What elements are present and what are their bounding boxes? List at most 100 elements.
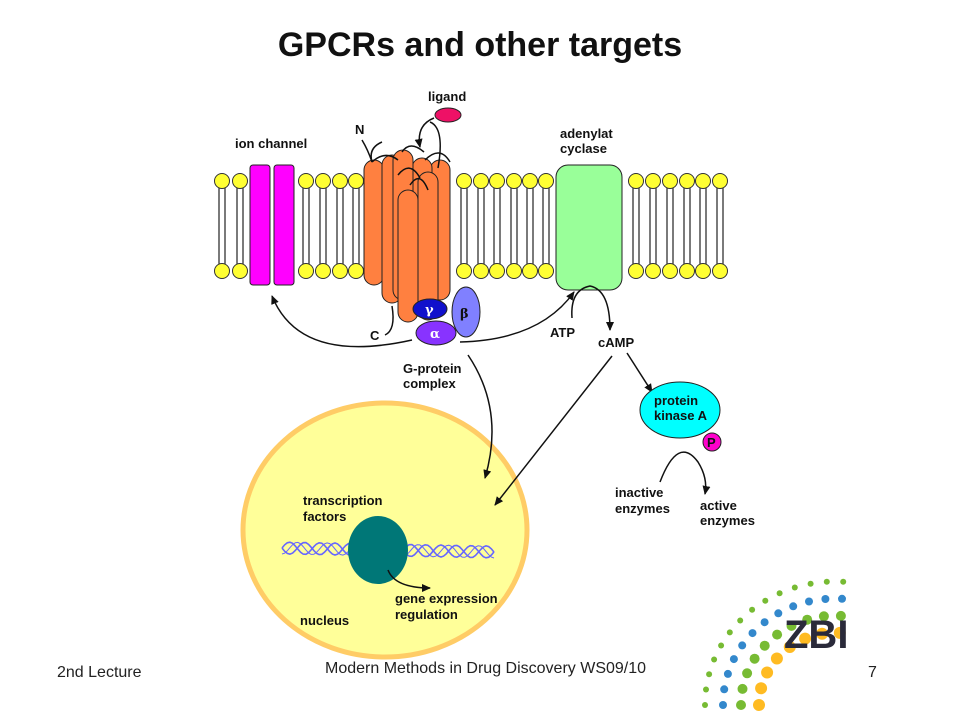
c-terminus-tail <box>384 305 394 336</box>
logo-dot <box>720 685 729 694</box>
slide-title: GPCRs and other targets <box>277 26 683 64</box>
ligand-molecule <box>434 107 462 123</box>
logo-dot <box>789 602 798 611</box>
footer-lecture: 2nd Lecture <box>57 664 142 681</box>
logo-dot <box>749 606 756 613</box>
lipid-head <box>679 173 695 189</box>
lipid-head <box>712 263 728 279</box>
lipid-head <box>214 263 230 279</box>
ligand-label: ligand <box>428 89 466 104</box>
transcription-factors-label-line2: factors <box>303 509 346 524</box>
lipid-head <box>489 173 505 189</box>
lipid-head <box>348 263 364 279</box>
logo-dot <box>833 626 846 639</box>
lipid-head <box>332 263 348 279</box>
lipid-head <box>315 263 331 279</box>
logo-dot <box>738 641 747 650</box>
gamma-label: γ <box>425 303 434 318</box>
logo-dot <box>776 590 783 597</box>
receptor-helix <box>417 171 439 321</box>
logo-dot <box>770 652 783 665</box>
phosphate-label: P <box>707 435 716 450</box>
gene-expression-label-line1: gene expression <box>395 591 498 606</box>
beta-label: β <box>460 307 469 322</box>
lipid-head <box>662 263 678 279</box>
lipid-head <box>538 263 554 279</box>
logo-dot <box>805 597 813 606</box>
enzyme-activation-arrow <box>659 451 711 495</box>
lipid-head <box>538 173 554 189</box>
logo-dot <box>737 683 748 694</box>
logo-dot <box>774 609 783 618</box>
protein-kinase-label-line2: kinase A <box>654 408 708 423</box>
logo-dot <box>753 699 765 711</box>
camp-to-kinase-arrow <box>626 352 653 393</box>
gene-expression-label-line2: regulation <box>395 607 458 622</box>
lipid-head <box>473 263 489 279</box>
logo-dot <box>761 666 774 679</box>
lipid-head <box>473 173 489 189</box>
arrow-to-ion-channel <box>271 295 413 348</box>
receptor-loops <box>370 121 451 191</box>
lipid-head <box>214 173 230 189</box>
chromatin <box>348 516 408 584</box>
lipid-head <box>695 263 711 279</box>
lipid-head <box>628 263 644 279</box>
lipid-head <box>315 173 331 189</box>
logo-dot <box>799 632 812 645</box>
transcription-factors-label-line1: transcription <box>303 493 383 508</box>
inactive-enzymes-label-line1: inactive <box>615 485 663 500</box>
nucleus-label: nucleus <box>300 613 349 628</box>
logo-dot <box>742 668 753 679</box>
logo-dot <box>726 629 733 636</box>
logo-dot <box>759 640 770 651</box>
active-enzymes-label-line1: active <box>700 498 737 513</box>
logo-dot <box>719 701 727 709</box>
logo-dot <box>762 597 769 604</box>
gene-expression-arrow <box>387 569 431 592</box>
lipid-head <box>232 173 248 189</box>
n-terminus-label: N <box>355 122 364 137</box>
lipid-head <box>232 263 248 279</box>
logo-dot <box>703 686 709 693</box>
alpha-subunit <box>415 320 457 346</box>
lipid-head <box>489 263 505 279</box>
arrow-to-adenylat-cyclase <box>459 291 575 343</box>
logo-dot <box>838 594 846 603</box>
g-protein-to-nucleus-arrow <box>467 354 493 479</box>
footer-page-number: 7 <box>868 664 877 681</box>
logo-dot <box>821 595 830 603</box>
logo-dot <box>835 610 846 621</box>
logo-dot <box>786 620 797 631</box>
lipid-head <box>679 263 695 279</box>
lipid-head <box>628 173 644 189</box>
logo-dot <box>718 642 725 649</box>
gamma-subunit <box>412 298 448 320</box>
lipid-head <box>348 173 364 189</box>
logo-dot <box>840 578 847 585</box>
phosphate-group <box>702 432 722 452</box>
logo-dot <box>702 702 708 708</box>
lipid-bilayer-membrane <box>214 173 728 279</box>
lipid-head <box>522 173 538 189</box>
lipid-head <box>506 173 522 189</box>
lipid-head <box>332 173 348 189</box>
logo-dot <box>706 671 713 678</box>
lipid-head <box>456 173 472 189</box>
ligand-binding-arrow <box>414 117 435 148</box>
logo-dot <box>783 641 796 653</box>
logo-dot <box>737 617 744 624</box>
adenylat-cyclase-label-line2: cyclase <box>560 141 607 156</box>
gpcr-receptor <box>363 149 451 323</box>
footer-course: Modern Methods in Drug Discovery WS09/10 <box>325 660 647 677</box>
atp-label: ATP <box>550 325 575 340</box>
lipid-head <box>712 173 728 189</box>
logo-dot <box>749 653 760 664</box>
alpha-label: α <box>430 327 440 342</box>
logo-dot <box>791 584 798 591</box>
logo-dot <box>748 629 757 638</box>
lipid-head <box>298 263 314 279</box>
beta-subunit <box>451 286 481 338</box>
logo-dot <box>816 627 829 640</box>
